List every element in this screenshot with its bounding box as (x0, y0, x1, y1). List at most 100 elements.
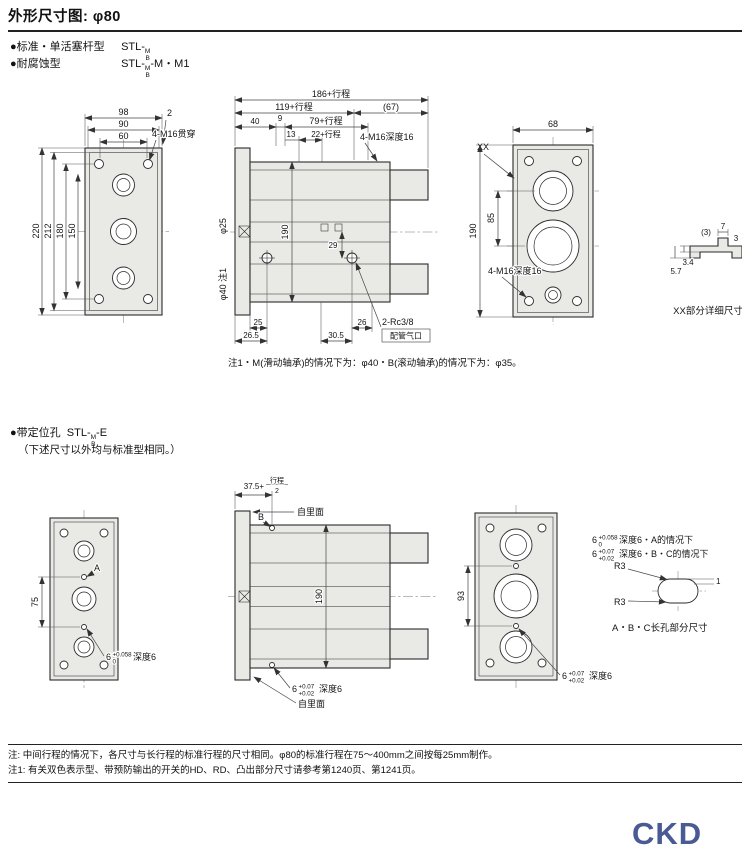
dim-25: 25 (254, 318, 263, 327)
label-hole-b: B (258, 512, 264, 522)
dim-220: 220 (31, 223, 41, 238)
pos-front-tol-base: 6 (106, 652, 111, 662)
rear-view (507, 137, 599, 325)
dim-190-pos: 190 (314, 589, 324, 604)
label-from-inside-bottom: 自里面 (298, 698, 325, 709)
dim-119-stroke: 119+行程 (275, 101, 313, 112)
label-port-thread: 2-Rc3/8 (382, 317, 414, 327)
page-title: 外形尺寸图: φ80 (8, 5, 742, 32)
xx-detail-view: 7 (3) 3 3.4 5.7 XX部分详细尺寸 (669, 221, 742, 318)
slot-line1-rest: 深度6・A的情况下 (619, 534, 693, 545)
front-view-dimensions: 98 90 60 2 4-M16贯穿 220 212 180 150 (30, 106, 197, 316)
label-from-inside-top: 自里面 (297, 506, 324, 517)
slot-line2-rest: 深度6・B・C的情况下 (619, 548, 709, 559)
dim-212: 212 (43, 223, 53, 238)
ckd-logo: CKD (632, 816, 703, 851)
dim-13: 13 (287, 130, 296, 139)
dim-29: 29 (329, 241, 338, 250)
front-view (78, 138, 169, 325)
pos-side-tol-bot: +0.02 (299, 691, 315, 698)
dim-67: (67) (383, 102, 399, 112)
pos-rear-dimensions: 93 6 +0.07 +0.02 深度6 (455, 565, 613, 686)
slot-line2-top: +0.07 (599, 549, 615, 556)
dim-98: 98 (118, 107, 128, 117)
slot-dim-1: 1 (716, 577, 721, 586)
pos-side-tol-suffix: 深度6 (319, 683, 342, 694)
dim-26-5: 26.5 (243, 331, 259, 340)
model-positioning-label: ●带定位孔 (10, 427, 61, 439)
side-view-dimensions: 186+行程 119+行程 (67) 40 9 79+行程 13 22+行程 4… (216, 88, 431, 344)
drawing-note1: 注1・M(滑动轴承)的情况下为：φ40・B(滚动轴承)的情况下为：φ35。 (228, 358, 522, 369)
pos-front-tol-top: +0.058 (113, 652, 133, 659)
dim-186-stroke: 186+行程 (312, 88, 350, 99)
standard-dimension-drawing: 98 90 60 2 4-M16贯穿 220 212 180 150 (30, 88, 742, 344)
label-piping-port: 配管气口 (390, 331, 422, 341)
positioning-note: （下述尺寸以外均与标准型相同。） (18, 444, 181, 456)
dim-150: 150 (67, 223, 77, 238)
pos-rear-tol-top: +0.07 (569, 671, 585, 678)
label-hole-a: A (94, 563, 100, 573)
dim-stroke-frac-top: 行程 (270, 476, 284, 485)
model-standard-label: ●标准・单活塞杆型 (10, 41, 105, 53)
pos-rear-view (474, 505, 558, 688)
side-view (230, 147, 438, 316)
dim-190-rear: 190 (468, 223, 478, 238)
dim-93: 93 (456, 591, 466, 601)
slot-line2-base: 6 (592, 549, 597, 559)
dim-85: 85 (486, 213, 496, 223)
pos-front-tol-bot: 0 (113, 659, 117, 666)
dim-180: 180 (55, 223, 65, 238)
pos-rear-tol-suffix: 深度6 (589, 670, 612, 681)
positioning-dimension-drawing: 75 A 6 +0.058 0 深度6 37.5+ (30, 474, 722, 710)
dim-190-side: 190 (280, 224, 290, 239)
slot-line2-bot: +0.02 (599, 556, 615, 563)
dim-2: 2 (167, 108, 172, 118)
dim-rod-dia: φ25 (218, 218, 228, 234)
detail-dim-7: 7 (721, 222, 726, 231)
detail-dim-5-7: 5.7 (670, 267, 682, 276)
dim-40: 40 (251, 117, 260, 126)
pos-side-tol-base: 6 (292, 684, 297, 694)
xx-detail-caption: XX部分详细尺寸 (673, 305, 742, 317)
pos-rear-tol-bot: +0.02 (569, 678, 585, 685)
pos-side-view (228, 510, 436, 681)
dim-stroke-frac-bot: 2 (275, 488, 279, 495)
detail-dim-3: 3 (734, 234, 739, 243)
footnote-1: 注: 中间行程的情况下，各尺寸与长行程的标准行程的尺寸相同。φ80的标准行程在7… (8, 750, 498, 761)
dim-79-stroke: 79+行程 (309, 115, 342, 126)
pos-side-dimensions: 37.5+ 行程 2 自里面 B 190 6 +0.07 +0.02 深度6 自… (234, 474, 343, 710)
label-m16-through: 4-M16贯穿 (152, 128, 196, 139)
pos-front-view (49, 510, 119, 688)
footnote-2: 注1: 有关双色表示型、带预防输出的开关的HD、RD、凸出部分尺寸请参考第124… (8, 765, 421, 777)
detail-dim-3-4: 3.4 (682, 258, 694, 267)
detail-dim-3p: (3) (701, 228, 711, 237)
model-corrosion-label: ●耐腐蚀型 (10, 58, 61, 70)
slot-line1-bot: 0 (599, 542, 603, 549)
label-xx: XX (477, 142, 489, 152)
dim-37-5: 37.5+ (244, 482, 265, 491)
rear-view-dimensions: 68 XX 85 190 4-M16深度16 (467, 118, 594, 318)
footnotes: 注: 中间行程的情况下，各尺寸与长行程的标准行程的尺寸相同。φ80的标准行程在7… (8, 744, 742, 784)
dim-68: 68 (548, 119, 558, 129)
slot-line1-base: 6 (592, 535, 597, 545)
dim-guide-dia-note1: φ40 注1 (217, 268, 228, 300)
dim-60: 60 (118, 131, 128, 141)
label-m16-depth16-side: 4-M16深度16 (360, 131, 414, 142)
dim-75: 75 (30, 597, 40, 607)
dim-22-stroke: 22+行程 (311, 129, 341, 139)
slot-r3-top: R3 (614, 561, 626, 571)
dim-90: 90 (118, 119, 128, 129)
label-m16-depth16-rear: 4-M16深度16 (488, 265, 542, 276)
pos-side-tol-top: +0.07 (299, 684, 315, 691)
dim-26: 26 (358, 318, 367, 327)
dim-9: 9 (278, 114, 283, 123)
slot-detail-caption: A・B・C长孔部分尺寸 (612, 622, 708, 634)
dim-30-5: 30.5 (328, 331, 344, 340)
